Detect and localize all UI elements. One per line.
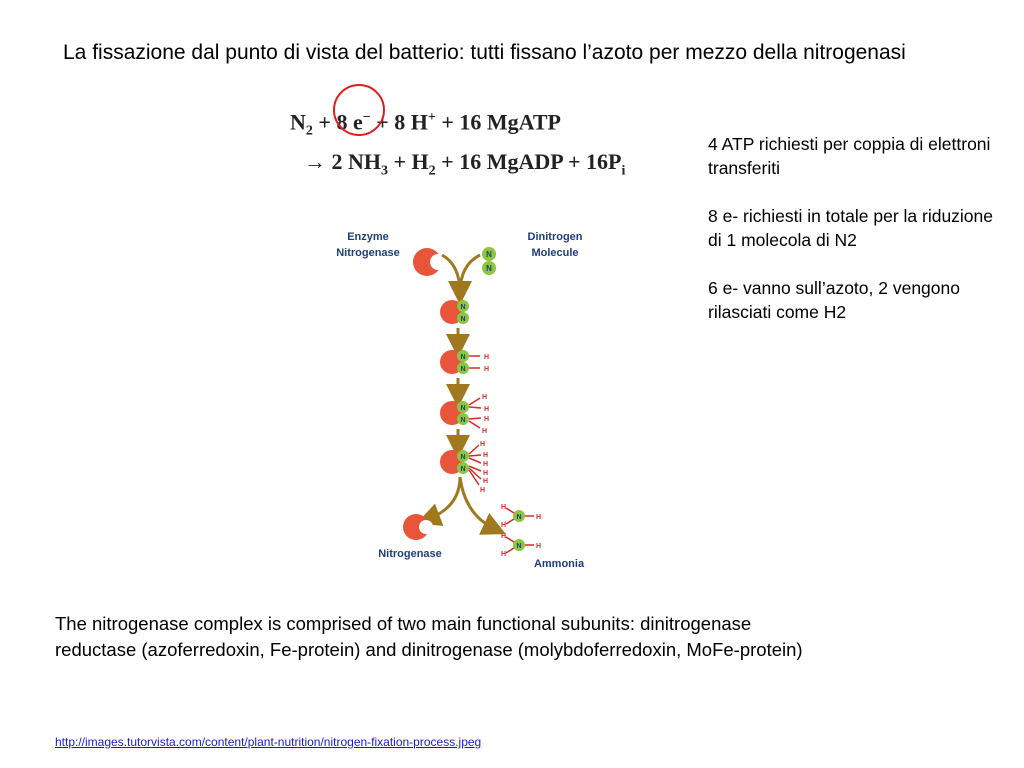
source-link[interactable]: http://images.tutorvista.com/content/pla… <box>55 735 482 749</box>
released-enzyme-icon <box>403 514 433 540</box>
equation-h2-subscript: 2 <box>428 163 436 179</box>
equation-n2: N <box>290 109 306 135</box>
dinitrogen-label: Dinitrogen <box>528 231 583 243</box>
side-notes: 4 ATP richiesti per coppia di elettroni … <box>708 132 998 348</box>
ammonia-molecule-1: N H H H <box>501 504 541 529</box>
note-distribution: 6 e- vanno sull’azoto, 2 vengono rilasci… <box>708 278 960 322</box>
atom-h: H <box>480 487 485 494</box>
nitrogenase-label: Nitrogenase <box>378 548 442 560</box>
ammonia-label: Ammonia <box>534 558 585 570</box>
complex-step-4: N N H H H H H H <box>440 441 488 494</box>
slide-title: La fissazione dal punto di vista del bat… <box>63 41 906 64</box>
atom-h: H <box>501 522 506 529</box>
atom-n: N <box>460 354 465 361</box>
atom-n: N <box>516 514 521 521</box>
dinitrogen-icon: N N <box>482 247 496 275</box>
atom-h: H <box>484 416 489 423</box>
caption-text: The nitrogenase complex is comprised of … <box>55 613 803 660</box>
complex-step-2: N N H H <box>440 350 489 374</box>
atom-n: N <box>460 304 465 311</box>
equation-h2: + H <box>388 148 429 174</box>
atom-h: H <box>484 354 489 361</box>
atom-h: H <box>483 478 488 485</box>
dinitrogen-label-2: Molecule <box>531 247 578 259</box>
equation-plus: + <box>312 109 337 135</box>
complex-step-1: N N <box>440 300 469 324</box>
atom-h: H <box>536 543 541 550</box>
enzyme-label: Enzyme <box>347 231 389 243</box>
complex-step-3: N N H H H H <box>440 394 489 435</box>
enzyme-icon <box>413 248 446 276</box>
atom-h: H <box>482 428 487 435</box>
equation-nh3-subscript: 3 <box>381 163 388 179</box>
atom-n: N <box>516 543 521 550</box>
atom-h: H <box>501 504 506 511</box>
atom-n: N <box>460 454 465 461</box>
note-atp: 4 ATP richiesti per coppia di elettroni … <box>708 134 991 178</box>
equation-n2-subscript: 2 <box>305 123 313 139</box>
atom-h: H <box>483 452 488 459</box>
ammonia-molecule-2: N H H H <box>501 533 541 558</box>
atom-h: H <box>484 366 489 373</box>
atom-h: H <box>483 461 488 468</box>
atom-n: N <box>460 366 465 373</box>
atom-n: N <box>486 250 492 259</box>
atom-n: N <box>486 264 492 273</box>
note-electrons: 8 e- richiesti in totale per la riduzion… <box>708 206 994 250</box>
highlight-circle <box>333 84 385 136</box>
release-arrow-left <box>416 476 462 527</box>
equation-protons: + 8 H <box>370 109 428 135</box>
equation-products: → 2 NH3 + H2 + 16 MgADP + 16Pi <box>290 147 670 186</box>
equation-mgatp: + 16 MgATP <box>435 109 561 135</box>
equation-mgadp: + 16 MgADP + 16P <box>435 148 622 174</box>
merge-arrow-right <box>448 253 481 305</box>
atom-h: H <box>482 394 487 401</box>
atom-n: N <box>460 417 465 424</box>
atom-h: H <box>536 514 541 521</box>
equation-pi-subscript: i <box>621 163 626 179</box>
atom-n: N <box>460 466 465 473</box>
enzyme-label-2: Nitrogenase <box>336 247 400 259</box>
equation-proton-charge: + <box>427 110 436 125</box>
nitrogen-fixation-diagram: Enzyme Nitrogenase Dinitrogen Molecule N… <box>336 231 585 570</box>
atom-n: N <box>460 405 465 412</box>
atom-h: H <box>484 406 489 413</box>
atom-n: N <box>460 316 465 323</box>
atom-h: H <box>483 470 488 477</box>
equation-nh3: → 2 NH <box>304 148 381 174</box>
release-arrow-right <box>458 476 506 535</box>
atom-h: H <box>501 551 506 558</box>
atom-h: H <box>501 533 506 540</box>
atom-h: H <box>480 441 485 448</box>
